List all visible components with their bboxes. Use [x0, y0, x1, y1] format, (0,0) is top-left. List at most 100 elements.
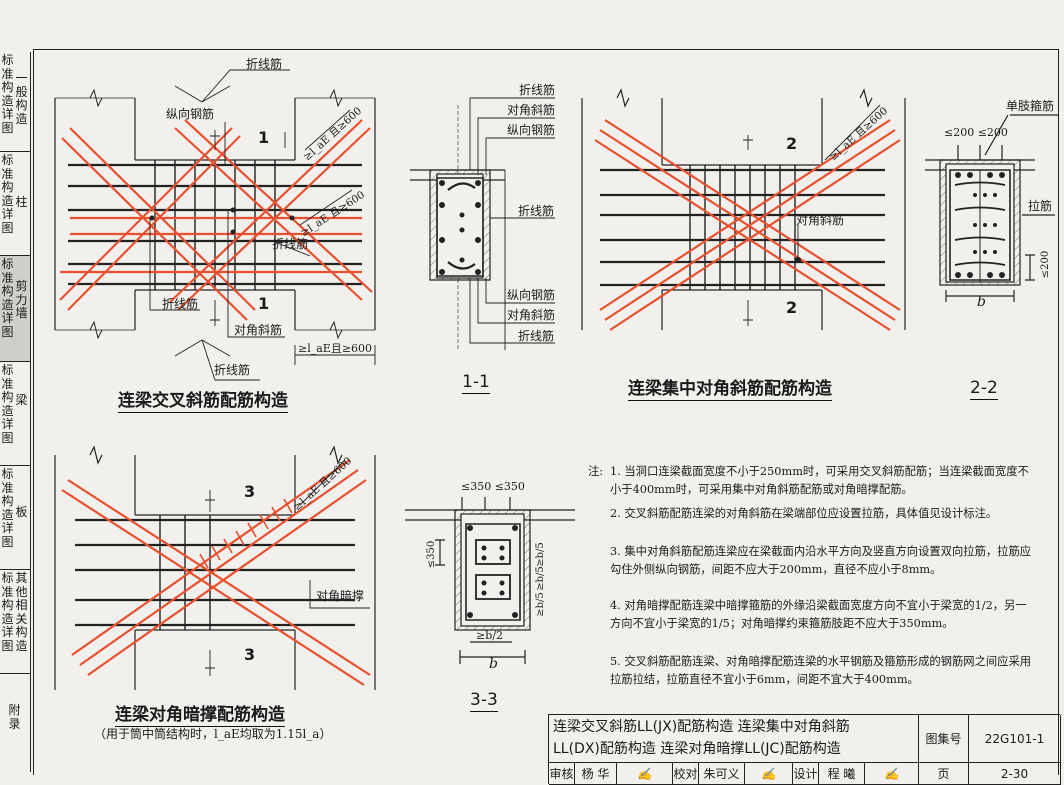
fig1-anchor-bottom: ≥l_aE且≥600: [298, 342, 373, 355]
note-item: 3. 集中对角斜筋配筋连梁应在梁截面内沿水平方向及竖直方向设置双向拉筋，拉筋应勾…: [610, 545, 1032, 576]
title-block-main: 连梁交叉斜筋LL(JX)配筋构造 连梁集中对角斜筋 LL(DX)配筋构造 连梁对…: [549, 715, 919, 763]
check-signature: ✍: [745, 763, 793, 785]
note-item: 5. 交叉斜筋配筋连梁、对角暗撑配筋连梁的水平钢筋及箍筋形成的钢筋网之间应采用拉…: [610, 655, 1032, 686]
fig3-subtitle: （用于筒中筒结构时，l_aE均取为1.15l_a）: [94, 727, 332, 741]
sec22-dim-side: ≤200: [1040, 250, 1052, 279]
fig3-cut-top: 3: [244, 482, 256, 501]
sidebar-label: 标准构造详图: [1, 467, 14, 549]
sec22-mark: 2-2: [970, 378, 998, 400]
sidebar-label: 标准构造详图: [1, 257, 14, 339]
design-label: 设计: [793, 763, 819, 785]
note-item: 1. 当洞口连梁截面宽度不小于250mm时，可采用交叉斜筋配筋；当连梁截面宽度不…: [610, 465, 1029, 496]
fig1-label-zigzag-left: 折线筋: [162, 297, 199, 311]
note-item: 2. 交叉斜筋配筋连梁的对角斜筋在梁端部位应设置拉筋，具体值见设计标注。: [610, 507, 998, 520]
fig1-label-diagonal: 对角斜筋: [234, 323, 283, 337]
sec33-geometry: [405, 497, 575, 664]
page-value-text: 2-30: [1000, 767, 1029, 781]
fig3-horizontal-bars: [75, 518, 355, 627]
sec33-bars: [467, 525, 518, 618]
fig2-horizontal-bars: [600, 168, 885, 287]
page-label: 页: [919, 763, 969, 785]
design-name-text: 程 曦: [827, 767, 856, 781]
sec22-geometry: [925, 114, 1058, 302]
fig1-label-zigzag-top: 折线筋: [246, 57, 283, 71]
fig1-leaders: [149, 69, 376, 381]
page-label-text: 页: [937, 767, 950, 781]
sidebar-sublabel: 剪力墙: [15, 279, 28, 320]
sec33-width: b: [489, 656, 498, 672]
sidebar-section-beam[interactable]: 标准构造详图 梁: [0, 362, 30, 466]
fig1-diagonal-bars: [59, 119, 373, 321]
sidebar-sublabel: 其他相关构造: [15, 571, 28, 653]
fig1-cut-top: 1: [258, 128, 270, 147]
sec33-dim-right-1: ≥b/5: [534, 566, 546, 591]
sec33-dim-left: ≤350: [426, 540, 438, 569]
review-label: 审核: [549, 763, 575, 785]
fig1-breaks: [89, 88, 343, 340]
sidebar-section-general[interactable]: 标准构造详图 一般构造: [0, 52, 30, 152]
sidebar-label: 附录: [8, 703, 21, 731]
sec33-dim-right-2: ≥b/5: [534, 592, 546, 617]
sec11-leaders: [469, 97, 555, 350]
sec33-dim-bottom: ≥b/2: [476, 629, 503, 642]
fig3-brace: [61, 459, 371, 686]
check-name-text: 朱可义: [703, 767, 740, 781]
category-sidebar: 标准构造详图 一般构造 标准构造详图 柱 标准构造详图 剪力墙 标准构造详图 梁…: [0, 52, 31, 772]
fig1-label-longitudinal: 纵向钢筋: [166, 107, 215, 121]
sidebar-section-appendix[interactable]: 附录: [0, 674, 30, 772]
review-label-text: 审核: [549, 767, 574, 781]
sec11-label-5: 折线筋: [518, 329, 555, 343]
sec11-label-2: 纵向钢筋: [507, 123, 556, 137]
sec11-label-1: 对角斜筋: [507, 103, 556, 117]
check-name: 朱可义: [699, 763, 745, 785]
fig1-title: 连梁交叉斜筋配筋构造: [118, 386, 288, 413]
sidebar-sublabel: 梁: [15, 393, 28, 407]
sidebar-label: 标准构造详图: [1, 363, 14, 445]
fig1-dots: [149, 207, 295, 235]
fig3-cut-bottom: 3: [244, 645, 256, 664]
sidebar-label: 标准构造详图: [1, 153, 14, 235]
fig2-label-diagonal: 对角斜筋: [796, 213, 845, 227]
atlas-label: 图集号: [919, 715, 969, 763]
fig2-walls: [581, 88, 906, 330]
sec33-dims-top: ≤350 ≤350: [461, 480, 525, 493]
drawing-frame: [33, 49, 1059, 775]
title-block: 连梁交叉斜筋LL(JX)配筋构造 连梁集中对角斜筋 LL(DX)配筋构造 连梁对…: [548, 714, 1061, 785]
sec22-label-single-stirrup: 单肢箍筋: [1006, 99, 1055, 113]
design-signature: ✍: [865, 763, 919, 785]
sec22-bars: [955, 172, 1005, 278]
sidebar-label: 标准构造详图: [1, 571, 14, 653]
fig3-label-brace: 对角暗撑: [316, 589, 365, 603]
sidebar-section-column[interactable]: 标准构造详图 柱: [0, 152, 30, 256]
sec11-label-mid: 折线筋: [518, 204, 555, 218]
title-line-2: LL(DX)配筋构造 连梁对角暗撑LL(JC)配筋构造: [553, 741, 841, 757]
review-name: 杨 华: [575, 763, 617, 785]
fig2-leaders: [743, 104, 881, 326]
check-label: 校对: [673, 763, 699, 785]
fig3-leaders: [205, 459, 370, 676]
sec11-label-0: 折线筋: [519, 83, 556, 97]
design-label-text: 设计: [793, 767, 818, 781]
fig1-label-zigzag-mid: 折线筋: [272, 237, 309, 251]
sec11-mark: 1-1: [462, 372, 490, 394]
sec22-dims: ≤200 ≤200: [944, 126, 1008, 139]
check-label-text: 校对: [673, 767, 698, 781]
sidebar-section-shearwall[interactable]: 标准构造详图 剪力墙: [0, 256, 30, 362]
sec22-width: b: [977, 294, 986, 310]
sidebar-section-other[interactable]: 标准构造详图 其他相关构造: [0, 570, 30, 674]
fig3-walls: [54, 445, 376, 690]
sidebar-sublabel: 一般构造: [15, 71, 28, 126]
review-name-text: 杨 华: [581, 767, 610, 781]
sidebar-sublabel: 柱: [15, 195, 28, 209]
fig2-title: 连梁集中对角斜筋配筋构造: [628, 374, 832, 401]
fig1-cut-bottom: 1: [258, 294, 270, 313]
sidebar-section-slab[interactable]: 标准构造详图 板: [0, 466, 30, 570]
atlas-value: 22G101-1: [969, 715, 1061, 763]
atlas-value-text: 22G101-1: [984, 732, 1045, 746]
sec11-label-3: 纵向钢筋: [507, 288, 556, 302]
fig2-cut-bottom: 2: [786, 298, 798, 317]
design-name: 程 曦: [819, 763, 865, 785]
fig1-walls: [54, 97, 376, 331]
